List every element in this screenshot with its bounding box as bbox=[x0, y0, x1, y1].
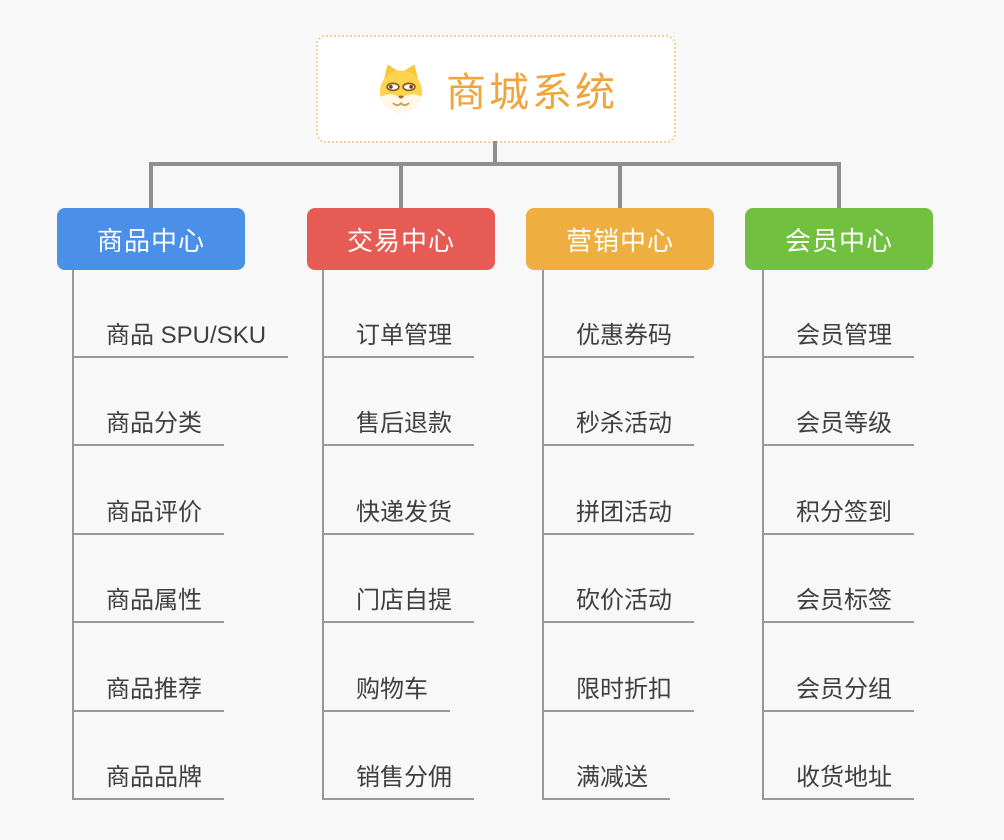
leaf-node[interactable]: 砍价活动 bbox=[542, 581, 694, 623]
connector-trunk bbox=[493, 141, 497, 166]
root-title: 商城系统 bbox=[446, 71, 618, 115]
branch-node-trade-center[interactable]: 交易中心 bbox=[307, 208, 495, 270]
leaf-node[interactable]: 拼团活动 bbox=[542, 493, 694, 535]
leaf-node[interactable]: 秒杀活动 bbox=[542, 404, 694, 446]
leaf-node[interactable]: 会员标签 bbox=[762, 581, 914, 623]
branch-rail-line bbox=[762, 270, 764, 800]
leaf-node[interactable]: 售后退款 bbox=[322, 404, 474, 446]
leaf-node[interactable]: 会员等级 bbox=[762, 404, 914, 446]
leaf-node[interactable]: 会员分组 bbox=[762, 670, 914, 712]
root-node[interactable]: 商城系统 bbox=[316, 35, 676, 143]
leaf-node[interactable]: 会员管理 bbox=[762, 316, 914, 358]
leaf-node[interactable]: 优惠券码 bbox=[542, 316, 694, 358]
connector-stub bbox=[837, 162, 841, 208]
leaf-node[interactable]: 商品推荐 bbox=[72, 670, 224, 712]
leaf-node[interactable]: 收货地址 bbox=[762, 758, 914, 800]
leaf-node[interactable]: 快递发货 bbox=[322, 493, 474, 535]
branch-rail-line bbox=[542, 270, 544, 800]
connector-horizontal-bar bbox=[149, 162, 841, 166]
doge-icon bbox=[379, 64, 423, 113]
leaf-node[interactable]: 限时折扣 bbox=[542, 670, 694, 712]
branch-rail-line bbox=[322, 270, 324, 800]
branch-node-marketing-center[interactable]: 营销中心 bbox=[526, 208, 714, 270]
branch-node-product-center[interactable]: 商品中心 bbox=[57, 208, 245, 270]
leaf-node[interactable]: 商品 SPU/SKU bbox=[72, 316, 289, 358]
branch-node-member-center[interactable]: 会员中心 bbox=[745, 208, 933, 270]
connector-stub bbox=[399, 162, 403, 208]
leaf-node[interactable]: 积分签到 bbox=[762, 493, 914, 535]
leaf-node[interactable]: 购物车 bbox=[322, 670, 450, 712]
branch-rail-line bbox=[72, 270, 74, 800]
leaf-node[interactable]: 商品属性 bbox=[72, 581, 224, 623]
leaf-node[interactable]: 商品分类 bbox=[72, 404, 224, 446]
leaf-node[interactable]: 销售分佣 bbox=[322, 758, 474, 800]
leaf-node[interactable]: 订单管理 bbox=[322, 316, 474, 358]
leaf-node[interactable]: 满减送 bbox=[542, 758, 670, 800]
connector-stub bbox=[149, 162, 153, 208]
connector-stub bbox=[618, 162, 622, 208]
leaf-node[interactable]: 商品评价 bbox=[72, 493, 224, 535]
leaf-node[interactable]: 商品品牌 bbox=[72, 758, 224, 800]
leaf-node[interactable]: 门店自提 bbox=[322, 581, 474, 623]
